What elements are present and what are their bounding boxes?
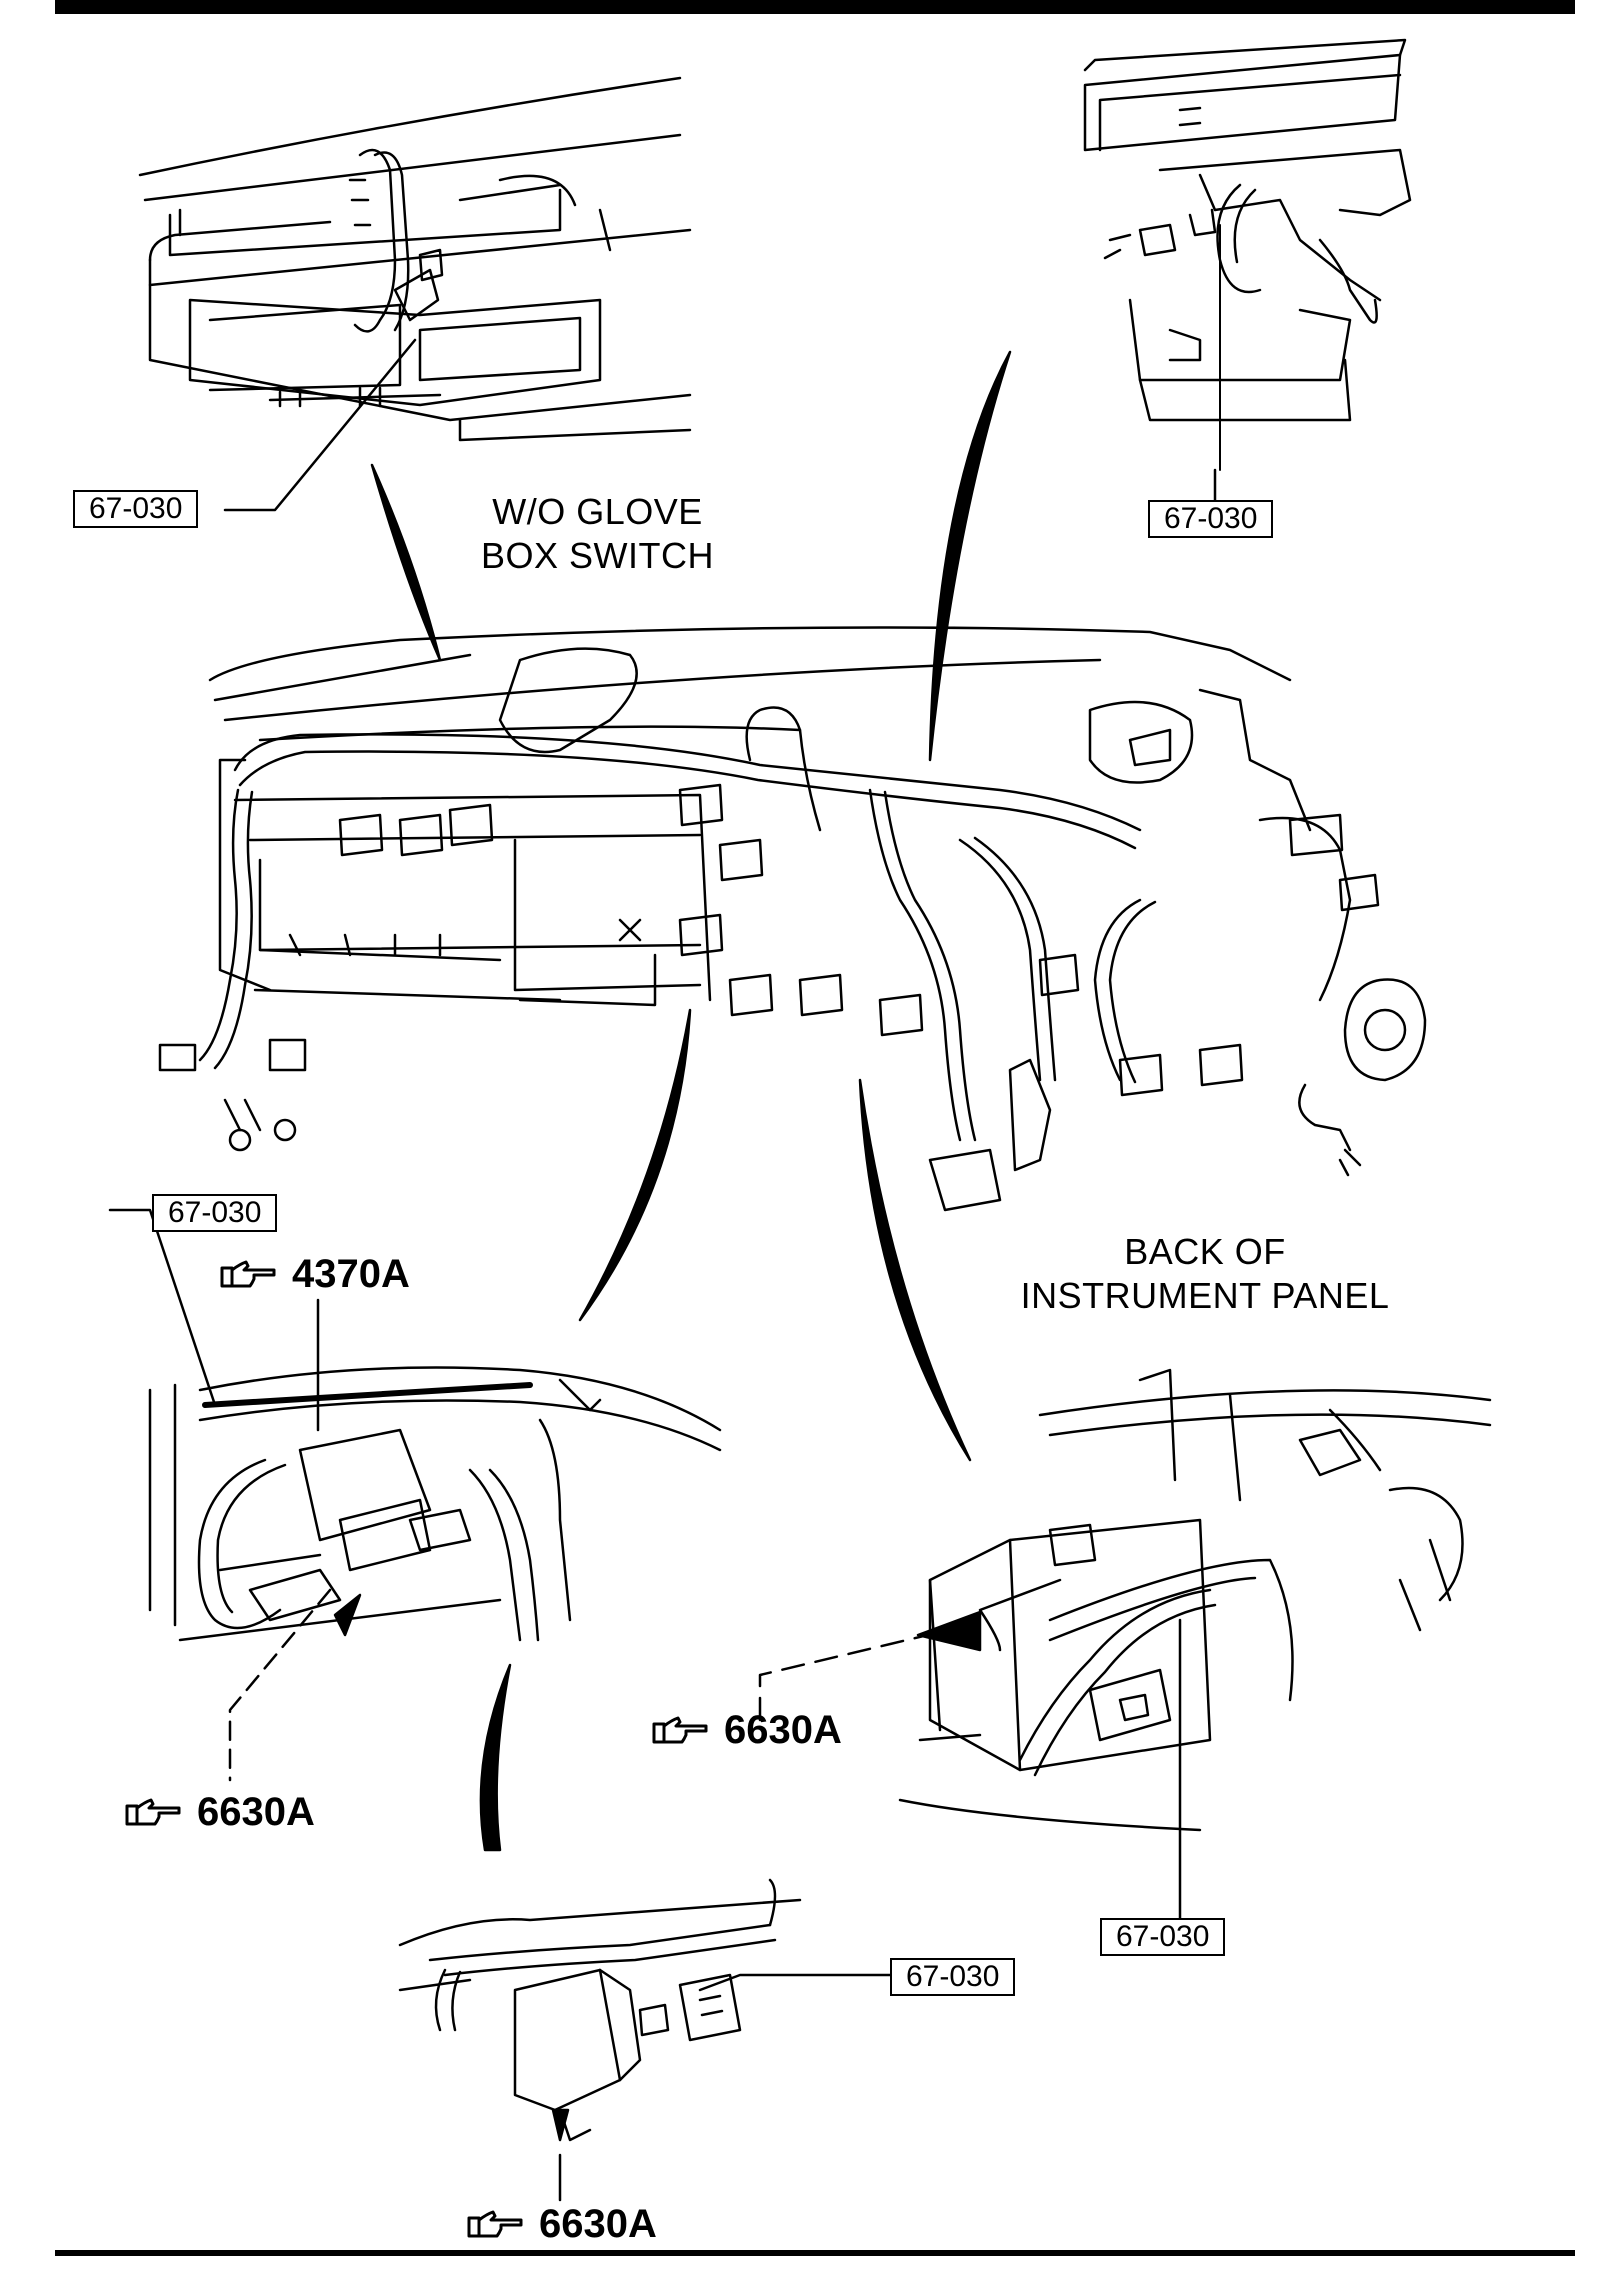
leader-top-left	[223, 338, 417, 512]
callout-6630a-right-text: 6630A	[724, 1708, 842, 1752]
ref-box-mid-left: 67-030	[152, 1194, 278, 1232]
callout-6630a-left: 6630A	[123, 1790, 315, 1835]
inset-mid-left	[148, 1366, 722, 1642]
bottom-border-bar	[55, 2250, 1575, 2256]
arrow-bottom	[551, 2108, 570, 2142]
top-border-bar	[55, 0, 1575, 14]
inset-bottom	[398, 1878, 802, 2142]
pointing-hand-icon	[220, 1260, 276, 1287]
leader-bottom-box	[698, 1973, 892, 1992]
pointer-arc-mid-left	[578, 1008, 692, 1322]
ref-box-top-left: 67-030	[73, 490, 199, 528]
leader-mid-left-box	[108, 1208, 217, 1407]
label-wo-glove-box: W/O GLOVE BOX SWITCH	[465, 490, 730, 578]
callout-6630a-bottom-text: 6630A	[539, 2202, 657, 2246]
label-back-line1: BACK OF	[1124, 1231, 1286, 1272]
callout-6630a-left-text: 6630A	[197, 1790, 315, 1834]
main-instrument-panel	[158, 626, 1427, 1212]
ref-box-bottom-center: 67-030	[890, 1958, 1016, 1996]
leader-mid-right-6630a	[758, 1623, 972, 1722]
callout-4370a-text: 4370A	[292, 1252, 410, 1296]
pointing-hand-icon	[652, 1716, 708, 1743]
ref-box-top-right: 67-030	[1148, 500, 1274, 538]
label-wo-glove-box-line1: W/O GLOVE	[492, 491, 703, 532]
pointing-hand-icon	[467, 2210, 523, 2237]
pointing-hand-icon	[125, 1798, 181, 1825]
pointer-arc-mid-right	[858, 1078, 972, 1462]
arrow-mid-right	[916, 1610, 982, 1652]
pointer-arc-bottom	[479, 1663, 512, 1852]
inset-top-right	[1083, 38, 1412, 471]
pointer-arc-left	[370, 463, 442, 662]
leader-mid-left-6630a	[228, 1588, 332, 1782]
label-wo-glove-box-line2: BOX SWITCH	[480, 535, 714, 576]
label-back-line2: INSTRUMENT PANEL	[1020, 1275, 1390, 1316]
callout-6630a-bottom: 6630A	[465, 2202, 657, 2247]
callout-4370a: 4370A	[218, 1252, 410, 1297]
inset-mid-right	[898, 1368, 1492, 1832]
label-back-of-instrument-panel: BACK OF INSTRUMENT PANEL	[980, 1230, 1430, 1318]
arrow-mid-left	[333, 1593, 362, 1637]
callout-6630a-right: 6630A	[650, 1708, 842, 1753]
pointer-arc-top	[928, 350, 1012, 762]
ref-box-bottom-right: 67-030	[1100, 1918, 1226, 1956]
inset-glove-box	[138, 76, 692, 442]
